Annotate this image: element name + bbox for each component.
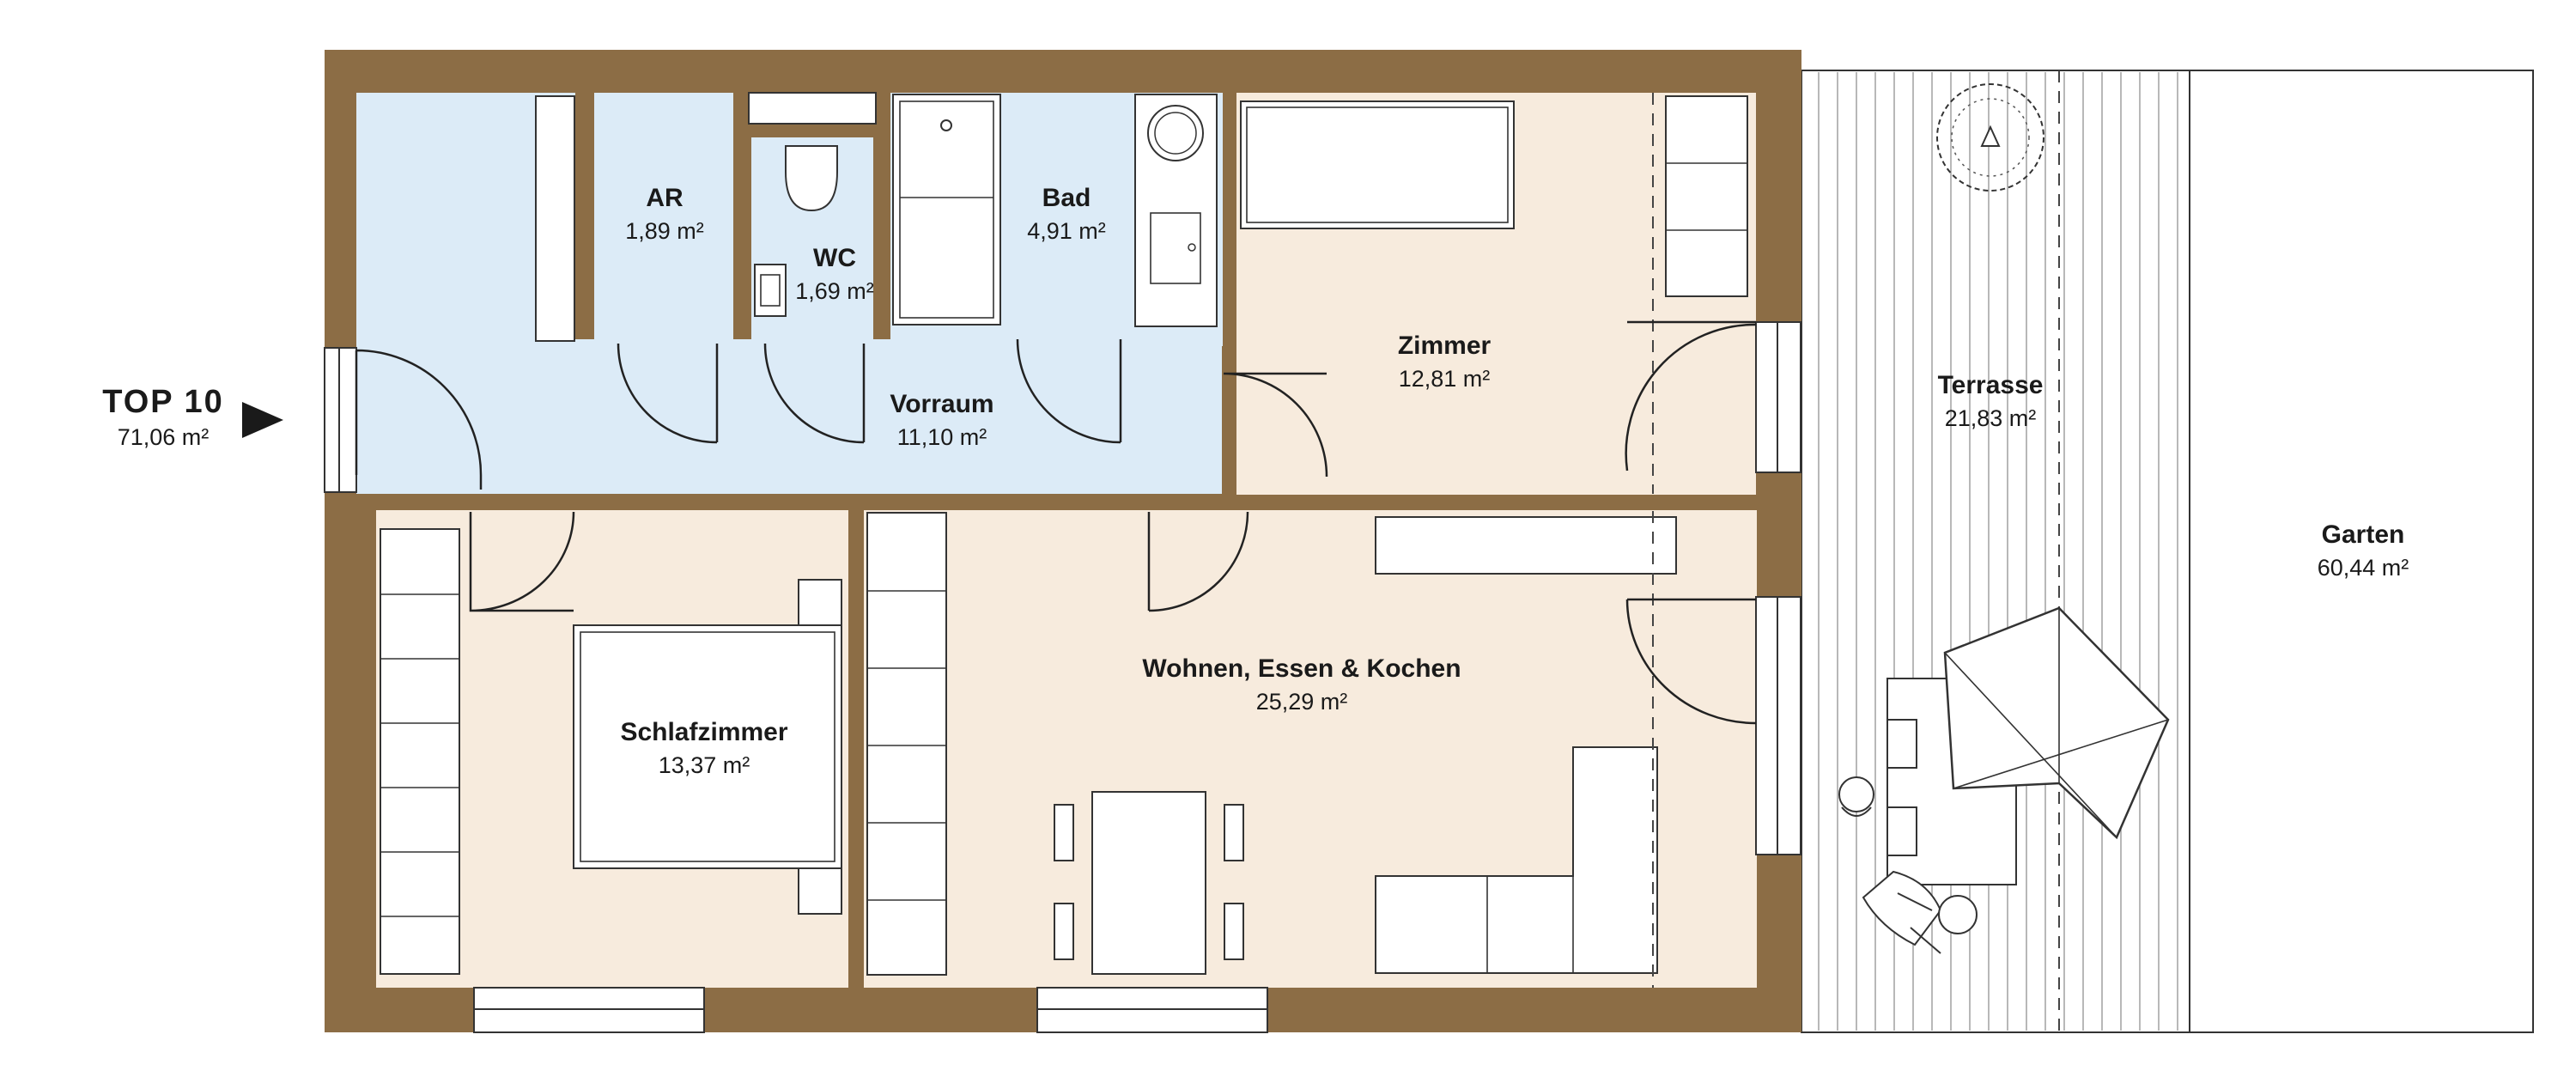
zimmer-shelf	[1665, 95, 1748, 297]
room-ar-name: AR	[646, 184, 683, 212]
unit-area: 71,06 m²	[118, 424, 210, 450]
room-vorraum: Vorraum 11,10 m²	[890, 390, 993, 450]
dining-chair	[1054, 903, 1074, 960]
dining-table	[1091, 791, 1206, 975]
room-bad: Bad 4,91 m²	[1027, 184, 1106, 244]
room-schlafzimmer-name: Schlafzimmer	[620, 718, 787, 746]
wardrobe	[535, 95, 575, 342]
furniture	[380, 93, 1748, 988]
unit-name: TOP 10	[102, 384, 224, 420]
person-icon	[1838, 776, 1978, 954]
sideboard	[1375, 516, 1677, 575]
room-terrasse-name: Terrasse	[1938, 371, 2044, 399]
dining-chair	[1054, 804, 1074, 861]
bath-sink-icon	[1150, 212, 1201, 284]
terrace-area	[1801, 70, 2190, 1033]
entrance-arrow-icon	[242, 402, 283, 438]
room-zimmer: Zimmer 12,81 m²	[1398, 332, 1492, 392]
doors	[355, 320, 1757, 725]
dining-chair	[1224, 903, 1244, 960]
nightstand-bottom	[798, 867, 842, 915]
room-terrasse-area: 21,83 m²	[1945, 405, 2037, 431]
wardrobe-bedroom	[380, 528, 460, 975]
room-wohnen-name: Wohnen, Essen & Kochen	[1142, 654, 1461, 683]
tree-icon	[1936, 83, 2044, 192]
room-zimmer-name: Zimmer	[1398, 332, 1492, 360]
dining-chair	[1224, 804, 1244, 861]
toilet-icon	[785, 145, 838, 212]
room-garten: Garten 60,44 m²	[2318, 520, 2409, 581]
garden-area	[2189, 70, 2534, 1033]
room-bad-area: 4,91 m²	[1027, 218, 1106, 244]
bed	[573, 624, 842, 869]
room-wohnen: Wohnen, Essen & Kochen 25,29 m²	[1142, 654, 1461, 715]
room-ar-area: 1,89 m²	[625, 218, 704, 244]
room-ar: AR 1,89 m²	[625, 184, 704, 244]
room-schlafzimmer-area: 13,37 m²	[659, 752, 750, 778]
wc-sink-icon	[754, 264, 787, 317]
nightstand-top	[798, 579, 842, 626]
room-wohnen-area: 25,29 m²	[1256, 689, 1348, 715]
room-zimmer-area: 12,81 m²	[1399, 366, 1491, 392]
room-schlafzimmer: Schlafzimmer 13,37 m²	[620, 718, 787, 778]
room-wc: WC 1,69 m²	[795, 244, 874, 304]
room-wc-name: WC	[813, 244, 856, 272]
room-vorraum-name: Vorraum	[890, 390, 993, 418]
room-wc-area: 1,69 m²	[795, 278, 874, 304]
unit-label: TOP 10 71,06 m²	[102, 384, 283, 450]
room-terrasse: Terrasse 21,83 m²	[1938, 371, 2044, 431]
desk	[1240, 100, 1515, 229]
room-garten-area: 60,44 m²	[2318, 555, 2409, 581]
kitchen-counter	[866, 512, 947, 976]
terrace-decking	[1818, 72, 2178, 1031]
umbrella-icon	[1886, 606, 2170, 885]
bathtub-icon	[892, 94, 1001, 326]
room-garten-name: Garten	[2322, 520, 2405, 549]
room-vorraum-area: 11,10 m²	[897, 424, 987, 450]
room-bad-name: Bad	[1042, 184, 1091, 212]
